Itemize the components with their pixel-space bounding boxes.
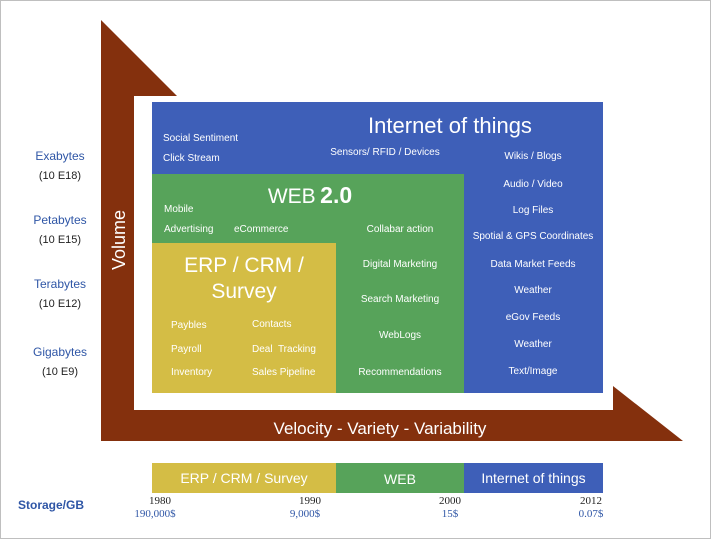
iot-item: Audio / Video (503, 179, 563, 190)
level-exabytes: Exabytes (35, 149, 85, 163)
iot-item: Weather (514, 339, 552, 350)
iot-item: eGov Feeds (505, 312, 561, 323)
storage-label: Storage/GB (18, 498, 85, 512)
timeline-bar-iot (464, 463, 603, 493)
iot-item: Weather (514, 285, 552, 296)
level-exabytes-exp: (10 E18) (38, 170, 82, 182)
web-title-suffix: 2.0 (320, 182, 353, 208)
erp-title-line2: Survey (211, 280, 277, 303)
iot-item: Log Files (512, 205, 554, 216)
iot-click-stream: Click Stream (163, 153, 220, 164)
timeline-bar-erp (152, 463, 336, 493)
erp-item: Contacts (252, 319, 292, 330)
web-item: Collabar action (366, 224, 434, 235)
iot-social-sentiment: Social Sentiment (163, 133, 239, 144)
tick-price: 0.07$ (578, 508, 604, 520)
web-mobile: Mobile (164, 204, 194, 215)
web-item: WebLogs (378, 330, 422, 341)
tick-year: 2012 (580, 495, 602, 507)
web-title-prefix: WEB (267, 185, 316, 208)
timeline-label-web: WEB (384, 471, 416, 487)
iot-item: Spotial & GPS Coordinates (472, 231, 594, 242)
erp-item: Payroll (171, 344, 202, 355)
erp-item: Paybles (171, 320, 207, 331)
iot-item: Wikis / Blogs (504, 151, 562, 162)
web-advertising: Advertising (164, 224, 214, 235)
x-axis-title: Velocity - Variety - Variability (273, 419, 487, 438)
timeline-label-erp: ERP / CRM / Survey (180, 470, 308, 486)
tick-price: 190,000$ (134, 508, 176, 520)
erp-item: Sales Pipeline (252, 367, 316, 378)
tick-year: 1980 (149, 495, 171, 507)
iot-item: Text/Image (508, 366, 558, 377)
erp-box (152, 243, 336, 393)
iot-sensors: Sensors/ RFID / Devices (330, 147, 440, 158)
erp-item: Inventory (171, 367, 213, 378)
web-ecommerce: eCommerce (234, 224, 289, 235)
web-title: WEB 2.0 (220, 182, 400, 209)
level-petabytes-exp: (10 E15) (38, 234, 82, 246)
timeline-bar-web (336, 463, 464, 493)
level-gigabytes-exp: (10 E9) (41, 366, 79, 378)
iot-title: Internet of things (368, 113, 532, 138)
y-axis-title: Volume (109, 209, 129, 271)
erp-item: Deal Tracking (252, 344, 316, 355)
level-petabytes: Petabytes (33, 213, 87, 227)
level-terabytes: Terabytes (33, 277, 87, 291)
tick-year: 2000 (439, 495, 461, 507)
tick-year: 1990 (299, 495, 321, 507)
tick-price: 9,000$ (289, 508, 321, 520)
web-item: Digital Marketing (362, 259, 438, 270)
timeline-label-iot: Internet of things (481, 470, 586, 486)
web-item: Search Marketing (360, 294, 440, 305)
erp-title-line1: ERP / CRM / (184, 254, 304, 277)
tick-price: 15$ (441, 508, 459, 520)
iot-item: Data Market Feeds (490, 259, 576, 270)
level-gigabytes: Gigabytes (32, 345, 88, 359)
level-terabytes-exp: (10 E12) (38, 298, 82, 310)
web-item: Recommendations (358, 367, 442, 378)
